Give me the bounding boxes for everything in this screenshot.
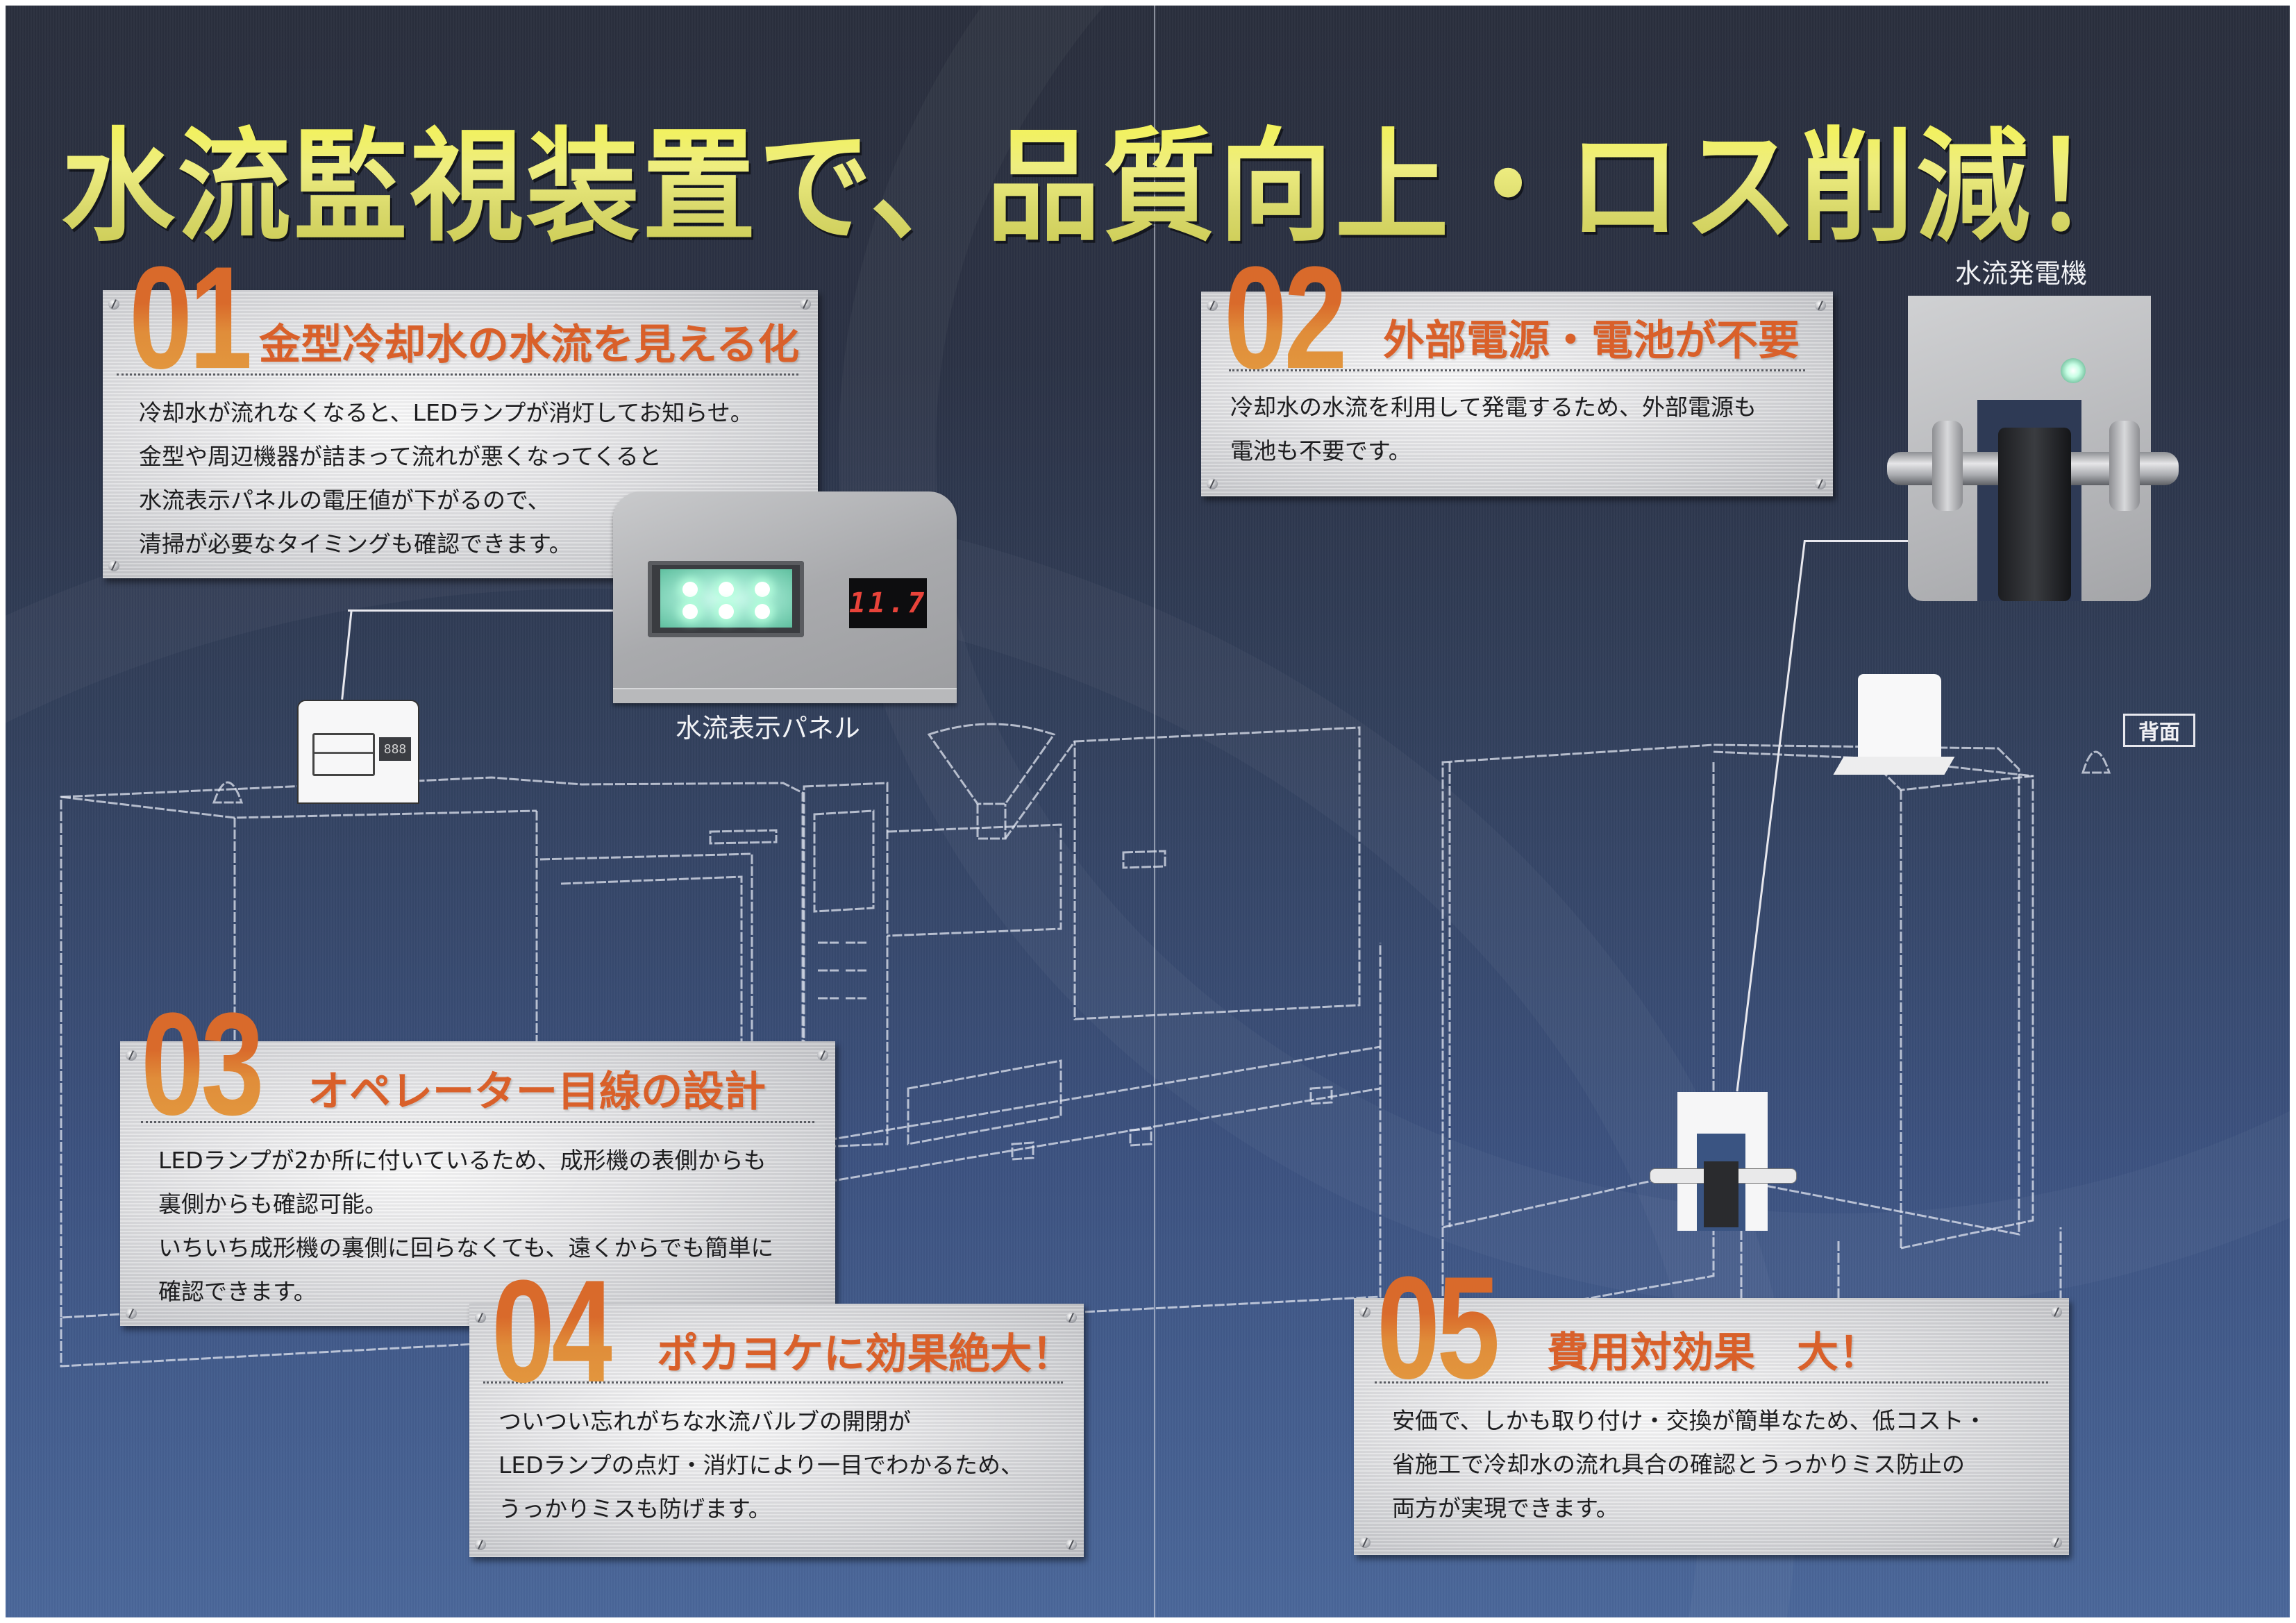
- mini-voltage-display: 888: [379, 737, 411, 761]
- panel-caption: 水流表示パネル: [676, 713, 861, 743]
- feature-number: 03: [141, 982, 265, 1145]
- feature-title: 外部電源・電池が不要: [1383, 317, 1800, 365]
- feature-plate-01: 金型冷却水の水流を見える化 冷却水が流れなくなると、LEDランプが消灯してお知ら…: [103, 290, 818, 578]
- body-line: 冷却水の水流を利用して発電するため、外部電源も: [1230, 394, 1757, 421]
- led-lamp-icon: [648, 561, 804, 637]
- brochure-page: 水流監視装置で、品質向上・ロス削減！ 888 背面 金型冷却水の水流を見える化 …: [6, 6, 2290, 1617]
- feature-number: 05: [1377, 1246, 1500, 1409]
- voltage-display: 11.7: [849, 578, 927, 628]
- rear-panel-base: [1833, 757, 1955, 775]
- feature-body: ついつい忘れがちな水流バルブの開閉が LEDランプの点灯・消灯により一目でわかる…: [498, 1399, 1023, 1531]
- body-line: 安価で、しかも取り付け・交換が簡単なため、低コスト・: [1392, 1407, 1987, 1434]
- water-flow-panel-photo: 11.7: [613, 491, 957, 703]
- feature-plate-04: ポカヨケに効果絶大！ ついつい忘れがちな水流バルブの開閉が LEDランプの点灯・…: [469, 1304, 1084, 1557]
- feature-body: 冷却水が流れなくなると、LEDランプが消灯してお知らせ。 金型や周辺機器が詰まっ…: [139, 391, 753, 566]
- rear-label: 背面: [2123, 714, 2195, 747]
- generator-caption: 水流発電機: [1955, 258, 2088, 289]
- feature-body: 冷却水の水流を利用して発電するため、外部電源も 電池も不要です。: [1230, 385, 1757, 473]
- rear-panel-illustration: [1858, 674, 1941, 764]
- dotted-divider: [141, 1121, 814, 1123]
- body-line: 水流表示パネルの電圧値が下がるので、: [139, 487, 551, 514]
- dotted-divider: [117, 373, 798, 376]
- feature-body: 安価で、しかも取り付け・交換が簡単なため、低コスト・ 省施工で冷却水の流れ具合の…: [1392, 1399, 1987, 1530]
- dotted-divider: [1229, 369, 1805, 371]
- feature-title: 費用対効果 大！: [1547, 1329, 1880, 1377]
- feature-title: オペレーター目線の設計: [308, 1068, 766, 1116]
- body-line: LEDランプの点灯・消灯により一目でわかるため、: [498, 1452, 1023, 1479]
- feature-plate-03: オペレーター目線の設計 LEDランプが2か所に付いているため、成形機の表側からも…: [120, 1041, 835, 1326]
- body-line: 両方が実現できます。: [1392, 1495, 1619, 1522]
- generator-body-icon: [1998, 428, 2071, 601]
- body-line: うっかりミスも防げます。: [498, 1495, 771, 1522]
- water-generator-photo: [1887, 296, 2179, 601]
- feature-number: 01: [129, 236, 253, 399]
- body-line: 確認できます。: [158, 1278, 317, 1305]
- feature-body: LEDランプが2か所に付いているため、成形機の表側からも 裏側からも確認可能。 …: [158, 1138, 773, 1313]
- feature-title: 金型冷却水の水流を見える化: [259, 321, 800, 369]
- body-line: LEDランプが2か所に付いているため、成形機の表側からも: [158, 1147, 766, 1174]
- headline: 水流監視装置で、品質向上・ロス削減！: [61, 87, 2149, 264]
- led-lamp-icon: [312, 733, 375, 776]
- body-line: 冷却水が流れなくなると、LEDランプが消灯してお知らせ。: [139, 399, 753, 426]
- feature-number: 02: [1224, 236, 1348, 399]
- body-line: 電池も不要です。: [1230, 437, 1411, 464]
- rear-generator-illustration: [1650, 1092, 1797, 1231]
- body-line: 金型や周辺機器が詰まって流れが悪くなってくると: [139, 443, 662, 470]
- body-line: 裏側からも確認可能。: [158, 1191, 387, 1218]
- body-line: 省施工で冷却水の流れ具合の確認とうっかりミス防止の: [1392, 1451, 1965, 1478]
- feature-plate-02: 外部電源・電池が不要 冷却水の水流を利用して発電するため、外部電源も 電池も不要…: [1201, 292, 1833, 496]
- led-lamp-icon: [2061, 358, 2086, 383]
- body-line: 清掃が必要なタイミングも確認できます。: [139, 530, 572, 557]
- dotted-divider: [483, 1381, 1063, 1384]
- feature-title: ポカヨケに効果絶大！: [657, 1330, 1073, 1379]
- page-fold-line: [1154, 6, 1155, 1617]
- body-line: いちいち成形機の裏側に回らなくても、遠くからでも簡単に: [158, 1234, 774, 1261]
- generator-body-icon: [1704, 1161, 1738, 1227]
- feature-number: 04: [492, 1250, 615, 1413]
- water-flow-panel-illustration: 888: [297, 700, 419, 804]
- body-line: ついつい忘れがちな水流バルブの開閉が: [498, 1408, 911, 1435]
- dotted-divider: [1375, 1381, 2048, 1384]
- feature-plate-05: 費用対効果 大！ 安価で、しかも取り付け・交換が簡単なため、低コスト・ 省施工で…: [1354, 1298, 2069, 1555]
- leader-line: [348, 609, 615, 612]
- leader-line: [1804, 540, 1915, 542]
